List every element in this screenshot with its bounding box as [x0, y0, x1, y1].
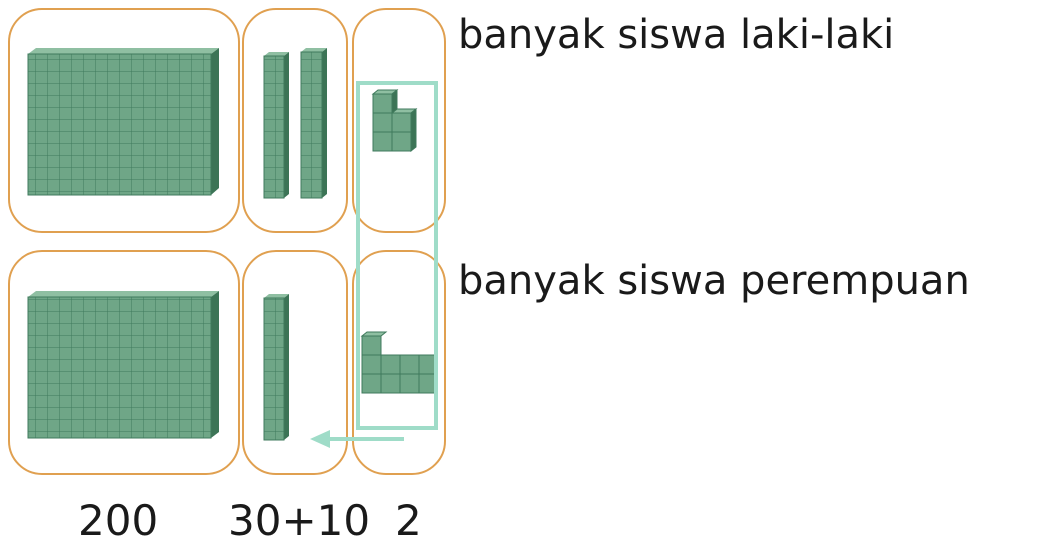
- regroup-arrow-left-icon: [310, 430, 404, 448]
- male-students-label: banyak siswa laki-laki: [458, 12, 895, 58]
- female-tens-box: [242, 250, 348, 475]
- male-ten-rod-1: [263, 52, 289, 199]
- male-hundreds-box: [8, 8, 240, 233]
- male-hundred-flat: [27, 48, 219, 196]
- tens-total: 30+10: [228, 496, 371, 545]
- female-hundred-flat: [27, 291, 219, 439]
- male-ones-box: [352, 8, 446, 233]
- male-ten-rod-2: [300, 48, 327, 199]
- female-hundreds-box: [8, 250, 240, 475]
- regroup-highlight-frame: [356, 81, 438, 430]
- ones-total: 2: [395, 496, 422, 545]
- female-ones-box: [352, 250, 446, 475]
- male-one-cubes: [371, 88, 418, 153]
- female-ten-rod: [263, 294, 289, 441]
- hundreds-total: 200: [78, 496, 159, 545]
- female-students-label: banyak siswa perempuan: [458, 258, 970, 304]
- female-one-cubes: [360, 331, 437, 394]
- male-tens-box: [242, 8, 348, 233]
